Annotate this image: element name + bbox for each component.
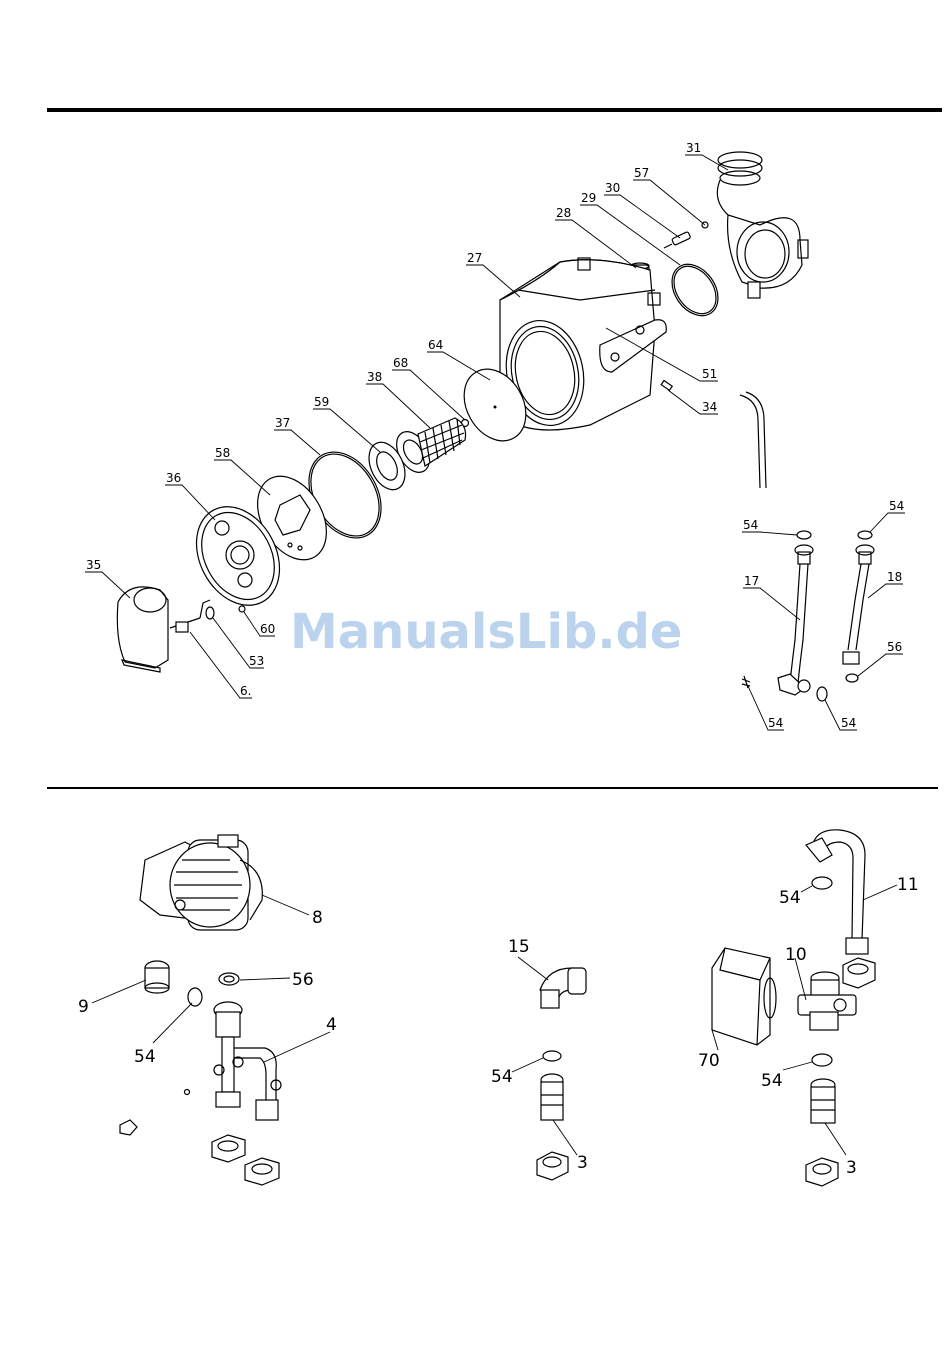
washer-54d <box>817 687 827 701</box>
label-30: 30 <box>605 181 620 195</box>
label-54-d: 54 <box>841 716 856 730</box>
label-18: 18 <box>887 570 902 584</box>
washer-54a <box>797 531 811 539</box>
label-54-b: 54 <box>889 499 904 513</box>
label-54-bottom-left: 54 <box>134 1047 156 1067</box>
hose-pipe <box>740 395 760 488</box>
label-57: 57 <box>634 166 649 180</box>
spring-54c <box>742 676 750 688</box>
label-58: 58 <box>215 446 230 460</box>
label-64: 64 <box>428 338 443 352</box>
bottom-exploded-view: 8 9 56 4 54 15 54 3 11 54 10 70 54 3 <box>78 830 919 1186</box>
part-35-fan-housing <box>117 587 168 672</box>
label-29: 29 <box>581 191 596 205</box>
label-27: 27 <box>467 251 482 265</box>
small-oring <box>185 1090 190 1095</box>
part-31-air-intake-elbow <box>717 152 808 298</box>
label-36: 36 <box>166 471 181 485</box>
label-38: 38 <box>367 370 382 384</box>
label-17: 17 <box>744 574 759 588</box>
label-70: 70 <box>698 1051 720 1071</box>
watermark-text: ManualsLib.de <box>290 604 682 660</box>
part-70-actuator <box>712 948 776 1045</box>
part-11-bent-pipe <box>806 830 875 988</box>
part-4-manifold <box>214 1002 281 1120</box>
washer-54-br <box>812 1054 832 1066</box>
washer-54-bl <box>188 988 202 1006</box>
part-9-plug <box>145 961 169 993</box>
small-nut <box>120 1120 137 1135</box>
hex-nuts-left <box>212 1135 279 1185</box>
washer-54-br-top <box>812 877 832 889</box>
label-15: 15 <box>508 937 530 957</box>
label-10: 10 <box>785 945 807 965</box>
label-28: 28 <box>556 206 571 220</box>
part-34-screw <box>661 380 672 390</box>
washer-54b <box>858 531 872 539</box>
label-6: 6. <box>240 684 251 698</box>
part-3-fitting-right <box>806 1079 838 1186</box>
label-35: 35 <box>86 558 101 572</box>
label-31: 31 <box>686 141 701 155</box>
label-11: 11 <box>897 875 919 895</box>
label-51: 51 <box>702 367 717 381</box>
label-3-right: 3 <box>846 1158 857 1178</box>
label-54-c: 54 <box>768 716 783 730</box>
label-3-mid: 3 <box>577 1153 588 1173</box>
label-59: 59 <box>314 395 329 409</box>
label-9: 9 <box>78 997 89 1017</box>
part-53-electrode <box>170 600 210 632</box>
label-54-bottom-right-top: 54 <box>779 888 801 908</box>
part-18-pipe <box>843 545 874 664</box>
label-54-bottom-mid: 54 <box>491 1067 513 1087</box>
part-3-fitting-mid <box>537 1074 568 1180</box>
part-29-ring <box>663 256 728 325</box>
part-60-ring <box>239 606 245 612</box>
label-56: 56 <box>887 640 902 654</box>
label-34: 34 <box>702 400 717 414</box>
washer-54-mid <box>543 1051 561 1061</box>
part-8-pump <box>140 835 262 930</box>
part-30-sensor <box>664 231 691 248</box>
part-17-pipe <box>778 545 813 695</box>
label-54-bottom-right: 54 <box>761 1071 783 1091</box>
label-4: 4 <box>326 1015 337 1035</box>
label-68: 68 <box>393 356 408 370</box>
label-60: 60 <box>260 622 275 636</box>
label-54-a: 54 <box>743 518 758 532</box>
washer-56 <box>846 674 858 682</box>
part-15-elbow <box>540 968 586 1008</box>
label-37: 37 <box>275 416 290 430</box>
label-8: 8 <box>312 908 323 928</box>
label-56-bottom: 56 <box>292 970 314 990</box>
washer-56-bl <box>219 973 239 985</box>
label-53: 53 <box>249 654 264 668</box>
